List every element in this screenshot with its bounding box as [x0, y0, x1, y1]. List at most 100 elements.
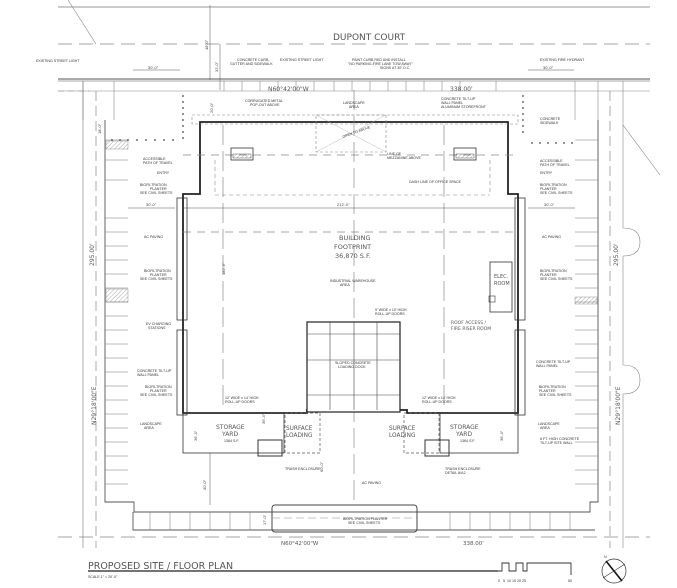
svg-text:CORRUGATED METAL: CORRUGATED METAL — [245, 99, 283, 103]
svg-text:20'-0": 20'-0" — [209, 102, 214, 113]
svg-text:36'-4": 36'-4" — [499, 430, 504, 441]
svg-text:LANDSCAPE: LANDSCAPE — [140, 422, 162, 426]
building-footprint: OPEN TO ABOVE — [182, 90, 519, 500]
svg-text:BIOFILTRATION: BIOFILTRATION — [140, 183, 167, 187]
svg-text:STATIONS: STATIONS — [148, 326, 166, 330]
svg-text:PAINT CURB RED AND INSTALL: PAINT CURB RED AND INSTALL — [352, 58, 406, 62]
svg-text:CONCRETE CURB,: CONCRETE CURB, — [237, 58, 269, 62]
svg-text:20: 20 — [517, 579, 521, 583]
svg-text:SEE CIVIL SHEETS: SEE CIVIL SHEETS — [140, 191, 173, 195]
svg-text:30'-0": 30'-0" — [148, 65, 159, 70]
plan-scale: SCALE 1" = 20'-0" — [88, 575, 118, 579]
svg-text:CONCRETE TILT-UP: CONCRETE TILT-UP — [536, 360, 571, 364]
svg-text:25: 25 — [522, 579, 526, 583]
svg-text:SEE CIVIL SHEETS: SEE CIVIL SHEETS — [540, 277, 573, 281]
svg-text:DETAIL 8/A2: DETAIL 8/A2 — [445, 471, 466, 475]
svg-text:30'-0": 30'-0" — [146, 202, 157, 207]
dimensions: 30'-0" 30'-0" 30'-0" 30'-0" 48'-0" 32'-0… — [97, 5, 575, 525]
svg-text:SEE CIVIL SHEETS: SEE CIVIL SHEETS — [140, 277, 173, 281]
svg-text:AREA: AREA — [340, 283, 350, 287]
storage-left-area: 1364 S.F. — [224, 439, 239, 443]
svg-text:36'-4": 36'-4" — [261, 413, 266, 424]
svg-text:SEE CIVIL SHEETS: SEE CIVIL SHEETS — [348, 521, 381, 525]
building-width-dim: 212'-0" — [337, 202, 350, 207]
parking-lot — [104, 120, 599, 531]
svg-text:INDUSTRIAL WAREHOUSE: INDUSTRIAL WAREHOUSE — [330, 279, 376, 283]
svg-text:PLANTER: PLANTER — [540, 273, 557, 277]
svg-text:EXISTING FIRE HYDRANT: EXISTING FIRE HYDRANT — [540, 58, 585, 62]
svg-text:PLANTER: PLANTER — [150, 187, 167, 191]
svg-text:ROLL-UP DOORS: ROLL-UP DOORS — [422, 400, 452, 404]
svg-text:ENTRY: ENTRY — [540, 171, 553, 175]
storage-yard-right — [439, 412, 519, 454]
north-arrow-icon: N — [601, 555, 627, 584]
bearing-bottom-length: 338.00' — [463, 541, 484, 547]
svg-text:MEZZANINE ABOVE: MEZZANINE ABOVE — [387, 156, 422, 160]
svg-text:ROLL-UP DOORS: ROLL-UP DOORS — [225, 400, 255, 404]
svg-text:PLANTER: PLANTER — [539, 389, 556, 393]
bearing-left-length: 295.00' — [89, 243, 96, 266]
bearing-right-length: 295.00' — [613, 243, 620, 266]
svg-text:6 FT. HIGH CONCRETE: 6 FT. HIGH CONCRETE — [540, 437, 580, 441]
svg-text:ROLL-UP DOORS: ROLL-UP DOORS — [375, 312, 405, 316]
svg-text:0: 0 — [498, 579, 500, 583]
accessible-stall-left — [105, 140, 129, 150]
building-label-1: BUILDING — [339, 234, 371, 242]
svg-text:BIOFILTRATION: BIOFILTRATION — [144, 269, 171, 273]
annotations: EXISTING STREET LIGHT CONCRETE CURB, GUT… — [36, 58, 585, 525]
bearing-top-length: 338.00' — [450, 86, 473, 93]
plan-title: PROPOSED SITE / FLOOR PLAN — [88, 561, 233, 572]
bearing-bottom: N60°42'00"W — [281, 541, 319, 547]
accessible-path-dots — [111, 95, 573, 144]
building-label-2: FOOTPRINT — [334, 243, 371, 251]
svg-text:SEE CIVIL SHEETS: SEE CIVIL SHEETS — [539, 393, 572, 397]
svg-text:PLANTER: PLANTER — [150, 273, 167, 277]
svg-text:12' WIDE x 14' HIGH: 12' WIDE x 14' HIGH — [225, 396, 259, 400]
svg-text:BIOFILTRATION: BIOFILTRATION — [145, 385, 172, 389]
svg-text:SIGNS AT 30' O.C.: SIGNS AT 30' O.C. — [380, 66, 410, 70]
svg-text:ACCESSIBLE: ACCESSIBLE — [143, 157, 166, 161]
svg-text:30'-0": 30'-0" — [543, 65, 554, 70]
surface-right-2: LOADING — [389, 433, 416, 439]
svg-text:60'-0": 60'-0" — [319, 461, 324, 472]
svg-text:CONCRETE TILT-UP: CONCRETE TILT-UP — [441, 97, 476, 101]
planter-strips — [176, 197, 526, 416]
storage-right-area: 1364 S.F. — [460, 439, 475, 443]
svg-text:DASH LINE OF OFFICE SPACE: DASH LINE OF OFFICE SPACE — [409, 180, 462, 184]
elec-room-label-1: ELEC. — [494, 274, 509, 280]
svg-text:LANDSCAPE: LANDSCAPE — [538, 422, 560, 426]
svg-text:"NO PARKING-FIRE LANE TOW AWAY: "NO PARKING-FIRE LANE TOW AWAY" — [348, 62, 413, 66]
svg-text:ALUMINUM STOREFRONT: ALUMINUM STOREFRONT — [441, 105, 487, 109]
svg-text:9' WIDE x 10' HIGH: 9' WIDE x 10' HIGH — [375, 308, 407, 312]
street-name: DUPONT COURT — [333, 33, 406, 43]
ev-stall-hatched — [105, 288, 129, 303]
scale-bar: 0 5 10 15 20 25 50 — [498, 562, 572, 583]
svg-text:N: N — [604, 555, 607, 559]
trash-enclosure-right — [424, 439, 450, 457]
svg-text:18'-0": 18'-0" — [97, 123, 102, 134]
storage-right-1: STORAGE — [450, 424, 479, 431]
street-dupont-court: DUPONT COURT — [58, 0, 650, 92]
svg-text:BIOFILTRATION: BIOFILTRATION — [539, 385, 566, 389]
svg-text:30'-0": 30'-0" — [202, 479, 207, 490]
storage-left-1: STORAGE — [216, 424, 245, 431]
elec-room-label-2: ROOM — [494, 281, 510, 287]
surface-left-1: SURFACE — [286, 426, 313, 432]
svg-text:TRASH ENCLOSURE: TRASH ENCLOSURE — [285, 467, 321, 471]
parking-stalls-left — [105, 139, 128, 485]
storage-yard-left — [182, 412, 285, 454]
roof-access-label-1: ROOF ACCESS / — [451, 320, 486, 326]
svg-text:CONCRETE: CONCRETE — [540, 117, 561, 121]
property-line — [58, 81, 661, 548]
svg-text:LANDSCAPE: LANDSCAPE — [343, 101, 365, 105]
svg-text:AREA: AREA — [349, 105, 359, 109]
title-block: PROPOSED SITE / FLOOR PLAN SCALE 1" = 20… — [88, 561, 498, 579]
bio-planter-bottom — [271, 504, 418, 533]
svg-text:CONCRETE TILT-UP: CONCRETE TILT-UP — [137, 369, 172, 373]
surface-loading-right — [403, 412, 440, 454]
svg-text:WALL PANEL: WALL PANEL — [536, 364, 558, 368]
svg-text:30'-0": 30'-0" — [544, 202, 555, 207]
svg-text:48'-0": 48'-0" — [204, 39, 209, 50]
svg-text:LOADING DOCK: LOADING DOCK — [338, 365, 366, 369]
